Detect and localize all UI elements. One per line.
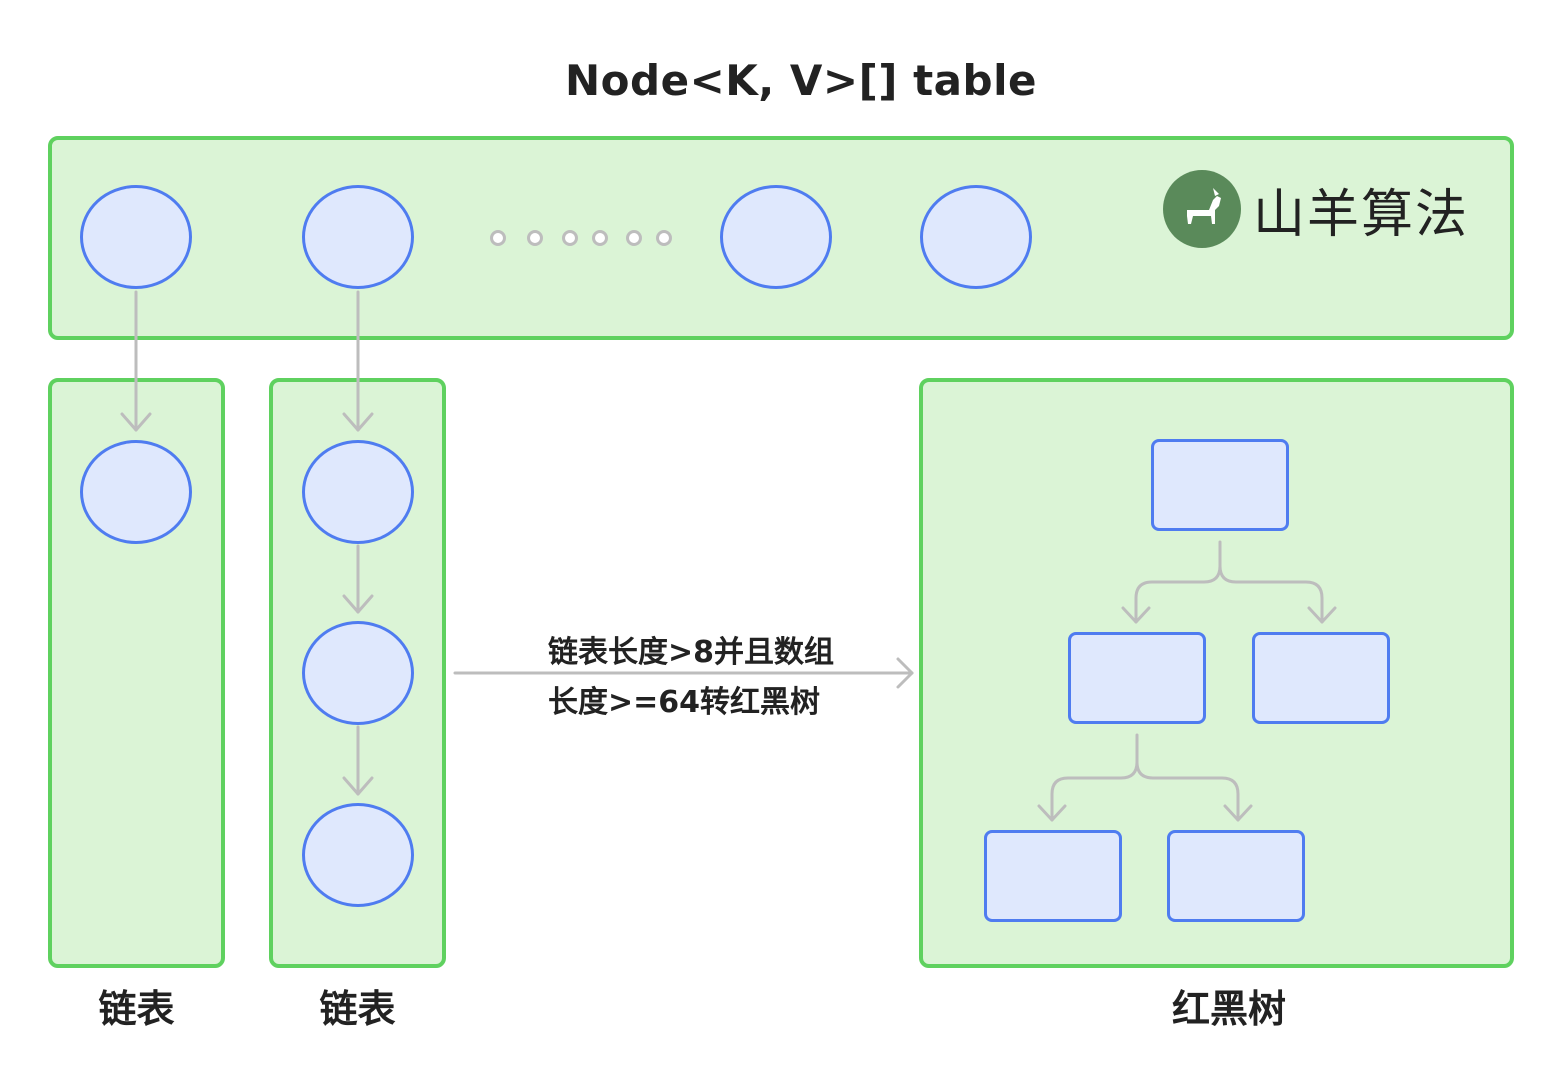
list-node — [302, 621, 414, 725]
arrow-head — [342, 594, 374, 614]
array-slot-node — [80, 185, 192, 289]
transition-note: 链表长度>8并且数组 长度>=64转红黑树 — [548, 628, 834, 728]
list-node — [80, 440, 192, 544]
tree-edge — [1135, 760, 1240, 822]
array-slot-node — [302, 185, 414, 289]
transition-note-line2: 长度>=64转红黑树 — [548, 685, 821, 720]
tree-node — [1167, 830, 1305, 922]
list-node — [302, 803, 414, 907]
arrow-head — [1223, 804, 1253, 822]
arrow-head — [120, 412, 152, 432]
tree-edge — [1218, 564, 1324, 624]
arrow-head — [1121, 606, 1151, 624]
transition-arrow-head — [896, 657, 914, 689]
tree-node-root — [1151, 439, 1289, 531]
arrow-head — [342, 776, 374, 796]
tree-node — [1068, 632, 1206, 724]
ellipsis-dot — [656, 230, 672, 246]
array-slot-node — [720, 185, 832, 289]
arrow-head — [342, 412, 374, 432]
red-black-tree-label: 红黑树 — [1171, 987, 1286, 1031]
ellipsis-dot — [490, 230, 506, 246]
transition-note-line1: 链表长度>8并且数组 — [548, 635, 835, 670]
array-slot-node — [920, 185, 1032, 289]
tree-edge — [1050, 733, 1139, 822]
linked-list-label-2: 链表 — [319, 987, 396, 1031]
linked-list-label-1: 链表 — [98, 987, 175, 1031]
brand-name: 山羊算法 — [1253, 184, 1470, 245]
arrow-head — [1307, 606, 1337, 624]
arrow-head — [1037, 804, 1067, 822]
tree-node — [1252, 632, 1390, 724]
diagram-title: Node<K, V>[] table — [565, 56, 1037, 105]
goat-icon — [1163, 170, 1241, 248]
list-node — [302, 440, 414, 544]
ellipsis-dot — [562, 230, 578, 246]
ellipsis-dot — [592, 230, 608, 246]
tree-edge — [1134, 540, 1222, 624]
ellipsis-dot — [626, 230, 642, 246]
ellipsis-dot — [527, 230, 543, 246]
brand-logo: 山羊算法 — [1163, 170, 1469, 248]
tree-node — [984, 830, 1122, 922]
